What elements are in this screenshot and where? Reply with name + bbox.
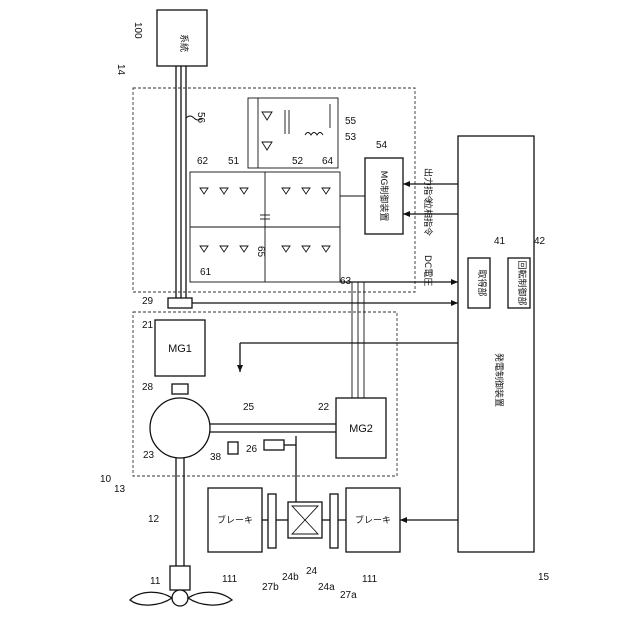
ref-38: 38 xyxy=(210,452,222,463)
switch-62-b xyxy=(220,188,228,194)
ref-15: 15 xyxy=(538,572,550,583)
ref-65: 65 xyxy=(255,246,266,258)
mg2-label: MG2 xyxy=(349,423,373,435)
rotation-control-label: 回転制御部 xyxy=(516,260,528,305)
ref-55: 55 xyxy=(345,116,357,127)
inductor-53 xyxy=(305,133,323,136)
diode-2 xyxy=(262,142,272,150)
switch-63-b xyxy=(302,246,310,252)
sensor-29-arrowhead xyxy=(451,300,458,306)
switch-61-c xyxy=(240,246,248,252)
output-cmd-label: 出力指令 xyxy=(422,168,434,204)
sensor-29 xyxy=(168,298,192,308)
mg-control-label: MG制御装置 xyxy=(378,171,390,222)
ref-24a: 24a xyxy=(318,582,335,593)
brake-control-arrowhead xyxy=(400,517,407,523)
ref-100: 100 xyxy=(132,22,143,39)
acquire-unit-label: 取得部 xyxy=(476,269,488,296)
ref-51: 51 xyxy=(228,156,240,167)
rotor-hub xyxy=(170,566,190,590)
ref-111-right: 111 xyxy=(362,574,378,585)
ref-64: 64 xyxy=(322,156,334,167)
ref-22: 22 xyxy=(318,402,330,413)
mg1-label: MG1 xyxy=(168,343,192,355)
ref-12: 12 xyxy=(148,514,160,525)
sensor-28 xyxy=(172,384,188,394)
ref-42: 42 xyxy=(534,236,546,247)
switch-61-a xyxy=(200,246,208,252)
generation-control-box xyxy=(458,136,534,552)
gear-26 xyxy=(264,440,284,450)
ref-26: 26 xyxy=(246,444,258,455)
ref-24b: 24b xyxy=(282,572,299,583)
brake-left-label: ブレーキ xyxy=(217,514,253,526)
flywheel-23 xyxy=(150,398,210,458)
rotor-nose xyxy=(172,590,188,606)
ref-27a: 27a xyxy=(340,590,357,601)
switch-64-a xyxy=(282,188,290,194)
ref-27b: 27b xyxy=(262,582,279,593)
disc-27a xyxy=(330,494,338,548)
ref-11: 11 xyxy=(150,576,161,587)
dc-voltage-label: DC電圧 xyxy=(422,255,433,286)
ref-21: 21 xyxy=(142,320,154,331)
blade-right xyxy=(188,592,232,605)
mg1-control-arrowhead xyxy=(237,365,243,372)
switch-62-a xyxy=(200,188,208,194)
generation-control-label: 発電制御装置 xyxy=(493,353,505,407)
switch-62-c xyxy=(240,188,248,194)
grid-label: 系統 xyxy=(178,34,190,52)
sensor-38 xyxy=(228,442,238,454)
ref-61: 61 xyxy=(200,267,212,278)
brake-right-label: ブレーキ xyxy=(355,514,391,526)
position-cmd-label: 位相指令 xyxy=(422,200,434,236)
ref-24: 24 xyxy=(306,566,318,577)
diode-1 xyxy=(262,112,272,120)
ref-62: 62 xyxy=(197,156,209,167)
ref-41: 41 xyxy=(494,236,506,247)
ref-13: 13 xyxy=(114,484,126,495)
ref-52: 52 xyxy=(292,156,304,167)
disc-27b xyxy=(268,494,276,548)
position-cmd-arrowhead xyxy=(403,211,410,217)
switch-64-b xyxy=(302,188,310,194)
ref-10: 10 xyxy=(100,474,112,485)
switch-64-c xyxy=(322,188,330,194)
switch-63-a xyxy=(282,246,290,252)
dc-voltage-arrowhead xyxy=(451,279,458,285)
switch-63-c xyxy=(322,246,330,252)
output-cmd-arrowhead xyxy=(403,181,410,187)
ref-23: 23 xyxy=(143,450,155,461)
ref-14: 14 xyxy=(115,64,126,76)
ref-29: 29 xyxy=(142,296,154,307)
blade-left xyxy=(130,592,172,605)
ref-53: 53 xyxy=(345,132,357,143)
ref-56: 56 xyxy=(195,112,206,124)
ref-25: 25 xyxy=(243,402,255,413)
ref-54: 54 xyxy=(376,140,388,151)
ref-28: 28 xyxy=(142,382,154,393)
switch-61-b xyxy=(220,246,228,252)
ref-111-left: 111 xyxy=(222,574,238,585)
